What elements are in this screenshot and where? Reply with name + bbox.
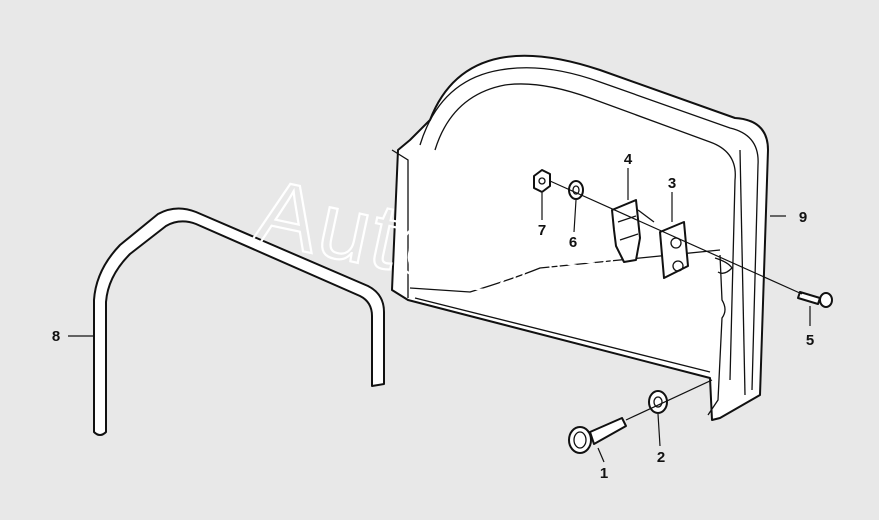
tube-handle xyxy=(93,207,385,436)
callout-9: 9 xyxy=(799,209,807,226)
callout-4: 4 xyxy=(624,151,633,168)
rear-guard-panel xyxy=(391,54,769,421)
leader-lines xyxy=(68,168,811,463)
callout-8: 8 xyxy=(52,328,60,345)
callout-3: 3 xyxy=(668,175,676,192)
assembly-axis xyxy=(549,180,803,295)
bolt xyxy=(568,417,627,454)
bracket xyxy=(611,199,655,263)
lower-assembly-axis xyxy=(625,379,713,421)
callout-7: 7 xyxy=(538,222,546,239)
small-bolt xyxy=(797,291,833,308)
callout-2: 2 xyxy=(657,449,665,466)
nut xyxy=(533,169,551,193)
callout-6: 6 xyxy=(569,234,577,251)
plate xyxy=(659,221,689,279)
callout-1: 1 xyxy=(600,465,608,482)
callout-5: 5 xyxy=(806,332,814,349)
